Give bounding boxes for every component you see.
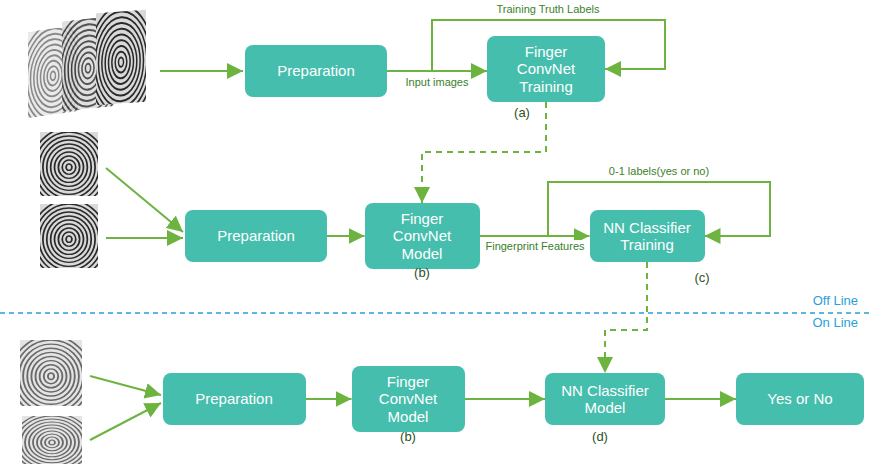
fingerprint-image <box>13 413 91 470</box>
box-label: NN Classifier Training <box>598 219 697 254</box>
callout-label: (c) <box>694 271 709 286</box>
edge-label: Training Truth Labels <box>495 3 602 16</box>
box-label: Finger ConvNet Training <box>495 43 597 95</box>
separator-line <box>0 312 869 314</box>
box-label: Preparation <box>277 62 355 79</box>
input-arrow <box>160 70 243 72</box>
process-box: Finger ConvNet Model <box>352 366 465 432</box>
callout-label: (a) <box>514 106 530 121</box>
dashed-arrow <box>605 262 647 373</box>
flow-arrow <box>665 398 736 400</box>
box-label: Yes or No <box>767 390 832 407</box>
flow-arrow <box>465 398 546 400</box>
section-label: Off Line <box>813 294 858 309</box>
process-box: Preparation <box>245 45 387 97</box>
section-label: On Line <box>812 316 858 331</box>
box-label: NN Classifier Model <box>553 382 657 417</box>
process-box: Yes or No <box>736 373 864 425</box>
process-box: NN Classifier Model <box>545 373 665 425</box>
input-arrow <box>90 376 161 395</box>
box-label: Preparation <box>217 227 295 244</box>
process-box: Preparation <box>163 373 306 425</box>
process-box: Finger ConvNet Training <box>487 36 605 102</box>
fingerprint-image <box>31 200 106 278</box>
flow-arrow <box>306 398 352 400</box>
fingerprint-image <box>89 4 154 121</box>
input-arrow <box>106 168 183 232</box>
fingerprint-image <box>11 336 92 417</box>
input-arrow <box>106 237 183 239</box>
box-label: Finger ConvNet Model <box>373 210 472 262</box>
edge-label: Input images <box>404 76 471 89</box>
process-box: NN Classifier Training <box>590 210 705 262</box>
flow-arrow <box>327 235 365 237</box>
input-arrow <box>90 403 161 440</box>
callout-label: (d) <box>592 430 608 445</box>
process-box: Preparation <box>185 210 327 262</box>
edge-label: 0-1 labels(yes or no) <box>607 165 711 178</box>
process-box: Finger ConvNet Model <box>365 203 480 269</box>
callout-label: (b) <box>400 430 416 445</box>
box-label: Finger ConvNet Model <box>360 373 457 425</box>
edge-label: Fingerprint Features <box>483 240 587 253</box>
dashed-arrow <box>422 102 546 203</box>
fingerprint-image <box>31 128 106 206</box>
box-label: Preparation <box>195 390 273 407</box>
callout-label: (b) <box>414 266 430 281</box>
